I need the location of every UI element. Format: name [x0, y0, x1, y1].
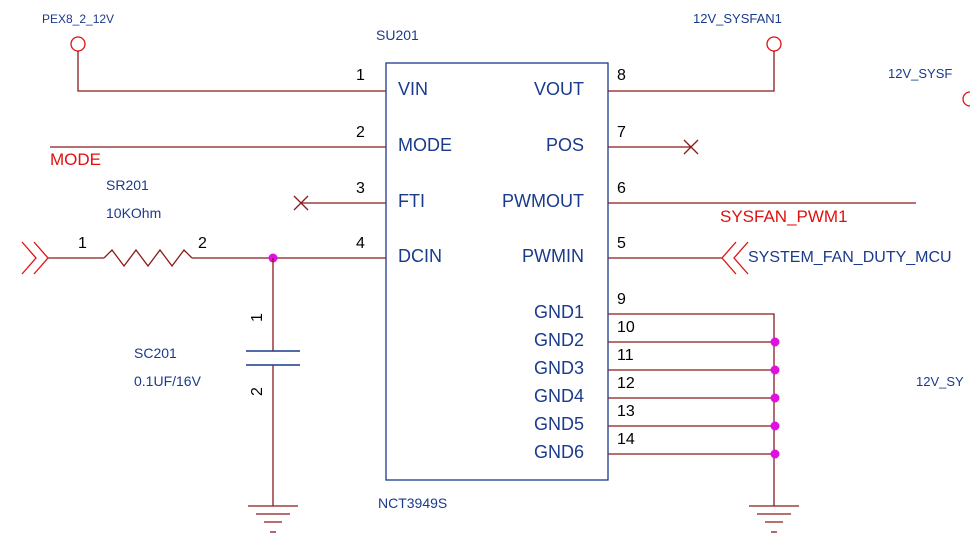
- net-label-pex8-2-12v: PEX8_2_12V: [42, 12, 114, 26]
- off-page-connector-duty[interactable]: [721, 241, 749, 275]
- ground-symbol-left: [248, 505, 298, 523]
- net-label-mode: MODE: [50, 150, 101, 169]
- pin-num-12: 12: [617, 375, 635, 392]
- junction-gnd6: [770, 449, 780, 459]
- ic-body[interactable]: [385, 62, 609, 481]
- pin-num-6: 6: [617, 180, 626, 197]
- wire-vout: [608, 51, 775, 92]
- pin-num-8: 8: [617, 67, 626, 84]
- pin-num-4: 4: [356, 235, 365, 252]
- no-connect-pos: [683, 139, 699, 155]
- capacitor-pin2: 2: [249, 387, 266, 396]
- no-connect-fti: [293, 195, 309, 211]
- pin-num-7: 7: [617, 124, 626, 141]
- power-port-cut-top: [962, 91, 970, 107]
- pin-num-1: 1: [356, 67, 365, 84]
- junction-gnd4: [770, 393, 780, 403]
- resistor-value: 10KOhm: [106, 205, 161, 221]
- pin-name-pos: POS: [546, 135, 584, 155]
- resistor-refdes: SR201: [106, 177, 149, 193]
- ic-part-number: NCT3949S: [378, 495, 447, 511]
- resistor-sr201[interactable]: [103, 248, 193, 268]
- capacitor-pin1: 1: [249, 313, 266, 322]
- pin-name-pwmout: PWMOUT: [502, 191, 584, 211]
- power-port-pex8-2-12v[interactable]: [70, 36, 86, 52]
- pin-num-9: 9: [617, 291, 626, 308]
- wire-gnd-bus: [608, 313, 775, 506]
- pin-name-gnd1: GND1: [534, 302, 584, 322]
- pin-num-2: 2: [356, 124, 365, 141]
- pin-num-14: 14: [617, 431, 635, 448]
- wire-vin: [77, 51, 386, 92]
- pin-name-mode: MODE: [398, 135, 452, 155]
- pin-num-5: 5: [617, 235, 626, 252]
- pin-name-gnd6: GND6: [534, 442, 584, 462]
- pin-name-pwmin: PWMIN: [522, 246, 584, 266]
- junction-gnd2: [770, 337, 780, 347]
- pin-name-gnd5: GND5: [534, 414, 584, 434]
- pin-name-vin: VIN: [398, 79, 428, 99]
- pin-name-fti: FTI: [398, 191, 425, 211]
- net-label-system-fan-duty-mcu: SYSTEM_FAN_DUTY_MCU: [748, 249, 952, 266]
- resistor-pin2: 2: [198, 235, 207, 252]
- capacitor-sc201[interactable]: [246, 350, 300, 366]
- ground-symbol-right: [749, 505, 799, 523]
- resistor-pin1: 1: [78, 235, 87, 252]
- capacitor-value: 0.1UF/16V: [134, 373, 202, 389]
- ic-refdes: SU201: [376, 27, 419, 43]
- pin-name-gnd4: GND4: [534, 386, 584, 406]
- pin-num-3: 3: [356, 180, 365, 197]
- pin-name-dcin: DCIN: [398, 246, 442, 266]
- net-label-12v-sysf-cut: 12V_SYSF: [888, 66, 952, 81]
- capacitor-refdes: SC201: [134, 345, 177, 361]
- net-label-12v-sy-cut: 12V_SY: [916, 374, 964, 389]
- off-page-connector-left[interactable]: [21, 241, 49, 275]
- pin-name-vout: VOUT: [534, 79, 584, 99]
- net-label-sysfan-pwm1: SYSFAN_PWM1: [720, 207, 848, 226]
- power-port-12v-sysfan1[interactable]: [766, 36, 782, 52]
- pin-name-gnd2: GND2: [534, 330, 584, 350]
- pin-name-gnd3: GND3: [534, 358, 584, 378]
- junction-gnd5: [770, 421, 780, 431]
- net-label-12v-sysfan1: 12V_SYSFAN1: [693, 11, 782, 26]
- pin-num-13: 13: [617, 403, 635, 420]
- pin-num-11: 11: [617, 347, 634, 364]
- pin-num-10: 10: [617, 319, 635, 336]
- junction-gnd3: [770, 365, 780, 375]
